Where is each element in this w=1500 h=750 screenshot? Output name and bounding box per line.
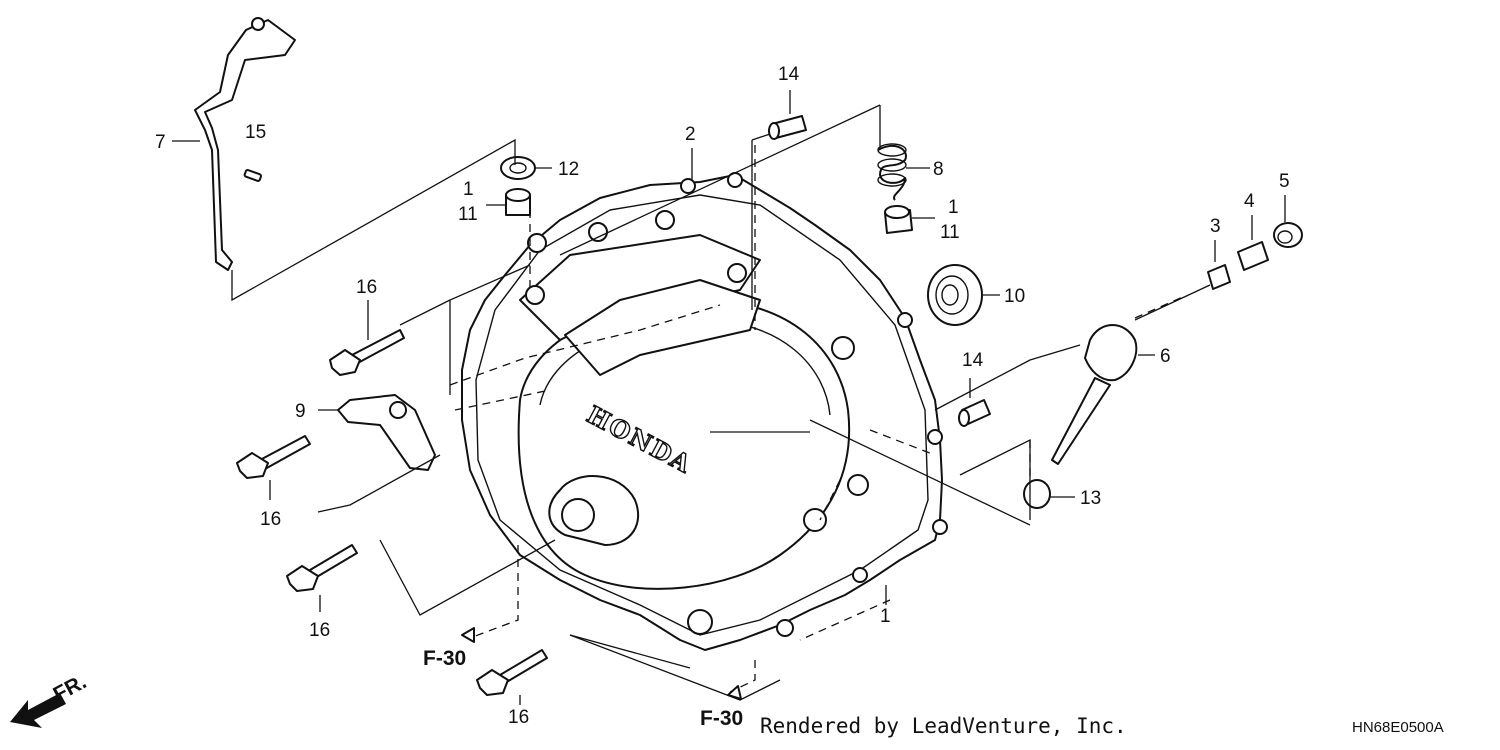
part-14-collar-mid[interactable] (958, 399, 991, 427)
callout-14-top: 14 (778, 64, 800, 85)
callout-7: 7 (155, 132, 166, 153)
part-16-bolt-c[interactable] (286, 544, 358, 592)
ref-f30-left[interactable]: F-30 (423, 647, 466, 670)
part-10-bearing[interactable] (927, 264, 983, 326)
callout-11-right: 11 (940, 222, 960, 243)
part-13-o-ring[interactable] (1023, 479, 1051, 509)
callout-10: 10 (1004, 286, 1025, 307)
right-crankcase-cover[interactable]: HONDA (461, 172, 948, 651)
callout-16-c: 16 (309, 620, 330, 641)
part-11-dowel-left[interactable] (505, 188, 531, 216)
f30-left-arrow (461, 627, 475, 643)
callout-1-bottom: 1 (880, 606, 891, 627)
callout-4: 4 (1244, 191, 1255, 212)
part-9-bracket[interactable] (337, 394, 436, 471)
part-16-bolt-d[interactable] (476, 649, 548, 696)
callout-6: 6 (1160, 346, 1171, 367)
callout-2: 2 (685, 124, 696, 145)
callout-16-a: 16 (356, 277, 377, 298)
callout-11-left: 11 (458, 204, 478, 225)
callout-15: 15 (245, 122, 266, 143)
diagram-code: HN68E0500A (1352, 719, 1444, 736)
part-16-bolt-b[interactable] (236, 435, 311, 479)
callout-1-right: 1 (948, 197, 959, 218)
callout-12: 12 (558, 159, 579, 180)
part-16-bolt-a[interactable] (329, 329, 405, 376)
part-14-collar-top[interactable] (768, 115, 807, 140)
part-15-pin[interactable] (243, 169, 262, 182)
callout-8: 8 (933, 159, 944, 180)
callout-16-d: 16 (508, 707, 529, 728)
f30-bottom-arrow (727, 685, 742, 700)
callout-13: 13 (1080, 488, 1101, 509)
credit-text: Rendered by LeadVenture, Inc. (760, 714, 1127, 738)
part-11-dowel-right[interactable] (884, 205, 913, 234)
part-8-spring[interactable] (877, 143, 907, 201)
part-12-oil-seal[interactable] (500, 156, 536, 180)
ref-f30-bottom[interactable]: F-30 (700, 707, 743, 730)
fr-direction-arrow: FR. (10, 670, 90, 728)
callout-3: 3 (1210, 216, 1221, 237)
part-4-spring[interactable] (1237, 241, 1269, 271)
part-7-shift-arm[interactable] (194, 17, 296, 271)
callout-14-mid: 14 (962, 350, 984, 371)
callout-9: 9 (295, 401, 306, 422)
callout-1-top: 1 (463, 179, 474, 200)
callout-5: 5 (1279, 171, 1290, 192)
leader-lines (172, 90, 1286, 705)
part-3-bolt[interactable] (1207, 264, 1231, 290)
part-5-cap[interactable] (1273, 222, 1303, 248)
part-6-oil-dipstick[interactable] (1051, 324, 1138, 465)
callout-16-b: 16 (260, 509, 281, 530)
